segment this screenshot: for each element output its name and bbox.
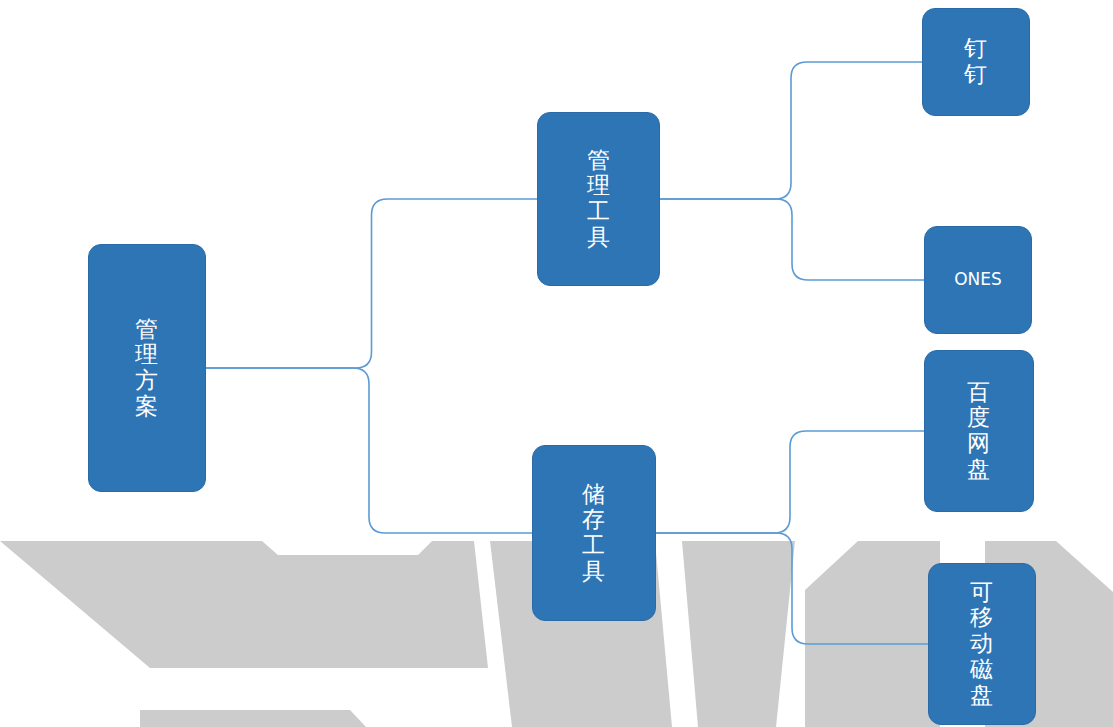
- node-label: 管理工具: [586, 148, 611, 251]
- gray-band: [805, 541, 940, 727]
- connector: [206, 368, 532, 533]
- node-label: 可移动磁盘: [969, 580, 994, 709]
- connector: [656, 431, 924, 533]
- process-box: 管理工具: [537, 112, 660, 286]
- gray-band: [682, 541, 795, 727]
- process-box: ONES: [924, 226, 1032, 334]
- process-box: 储存工具: [532, 445, 656, 621]
- node-label: 管理方案: [134, 317, 159, 420]
- node-label: ONES: [954, 270, 1002, 289]
- gray-band: [140, 710, 366, 727]
- connector: [206, 199, 537, 368]
- process-box: 可移动磁盘: [928, 563, 1036, 725]
- connector: [660, 62, 922, 199]
- connector: [660, 199, 924, 280]
- node-label: 储存工具: [581, 482, 606, 585]
- process-box: 管理方案: [88, 244, 206, 492]
- process-box: 百度网盘: [924, 350, 1034, 512]
- gray-band: [0, 541, 488, 668]
- connector: [656, 533, 928, 644]
- process-box: 钉钉: [922, 8, 1030, 116]
- node-label: 百度网盘: [966, 380, 991, 483]
- node-label: 钉钉: [963, 36, 988, 88]
